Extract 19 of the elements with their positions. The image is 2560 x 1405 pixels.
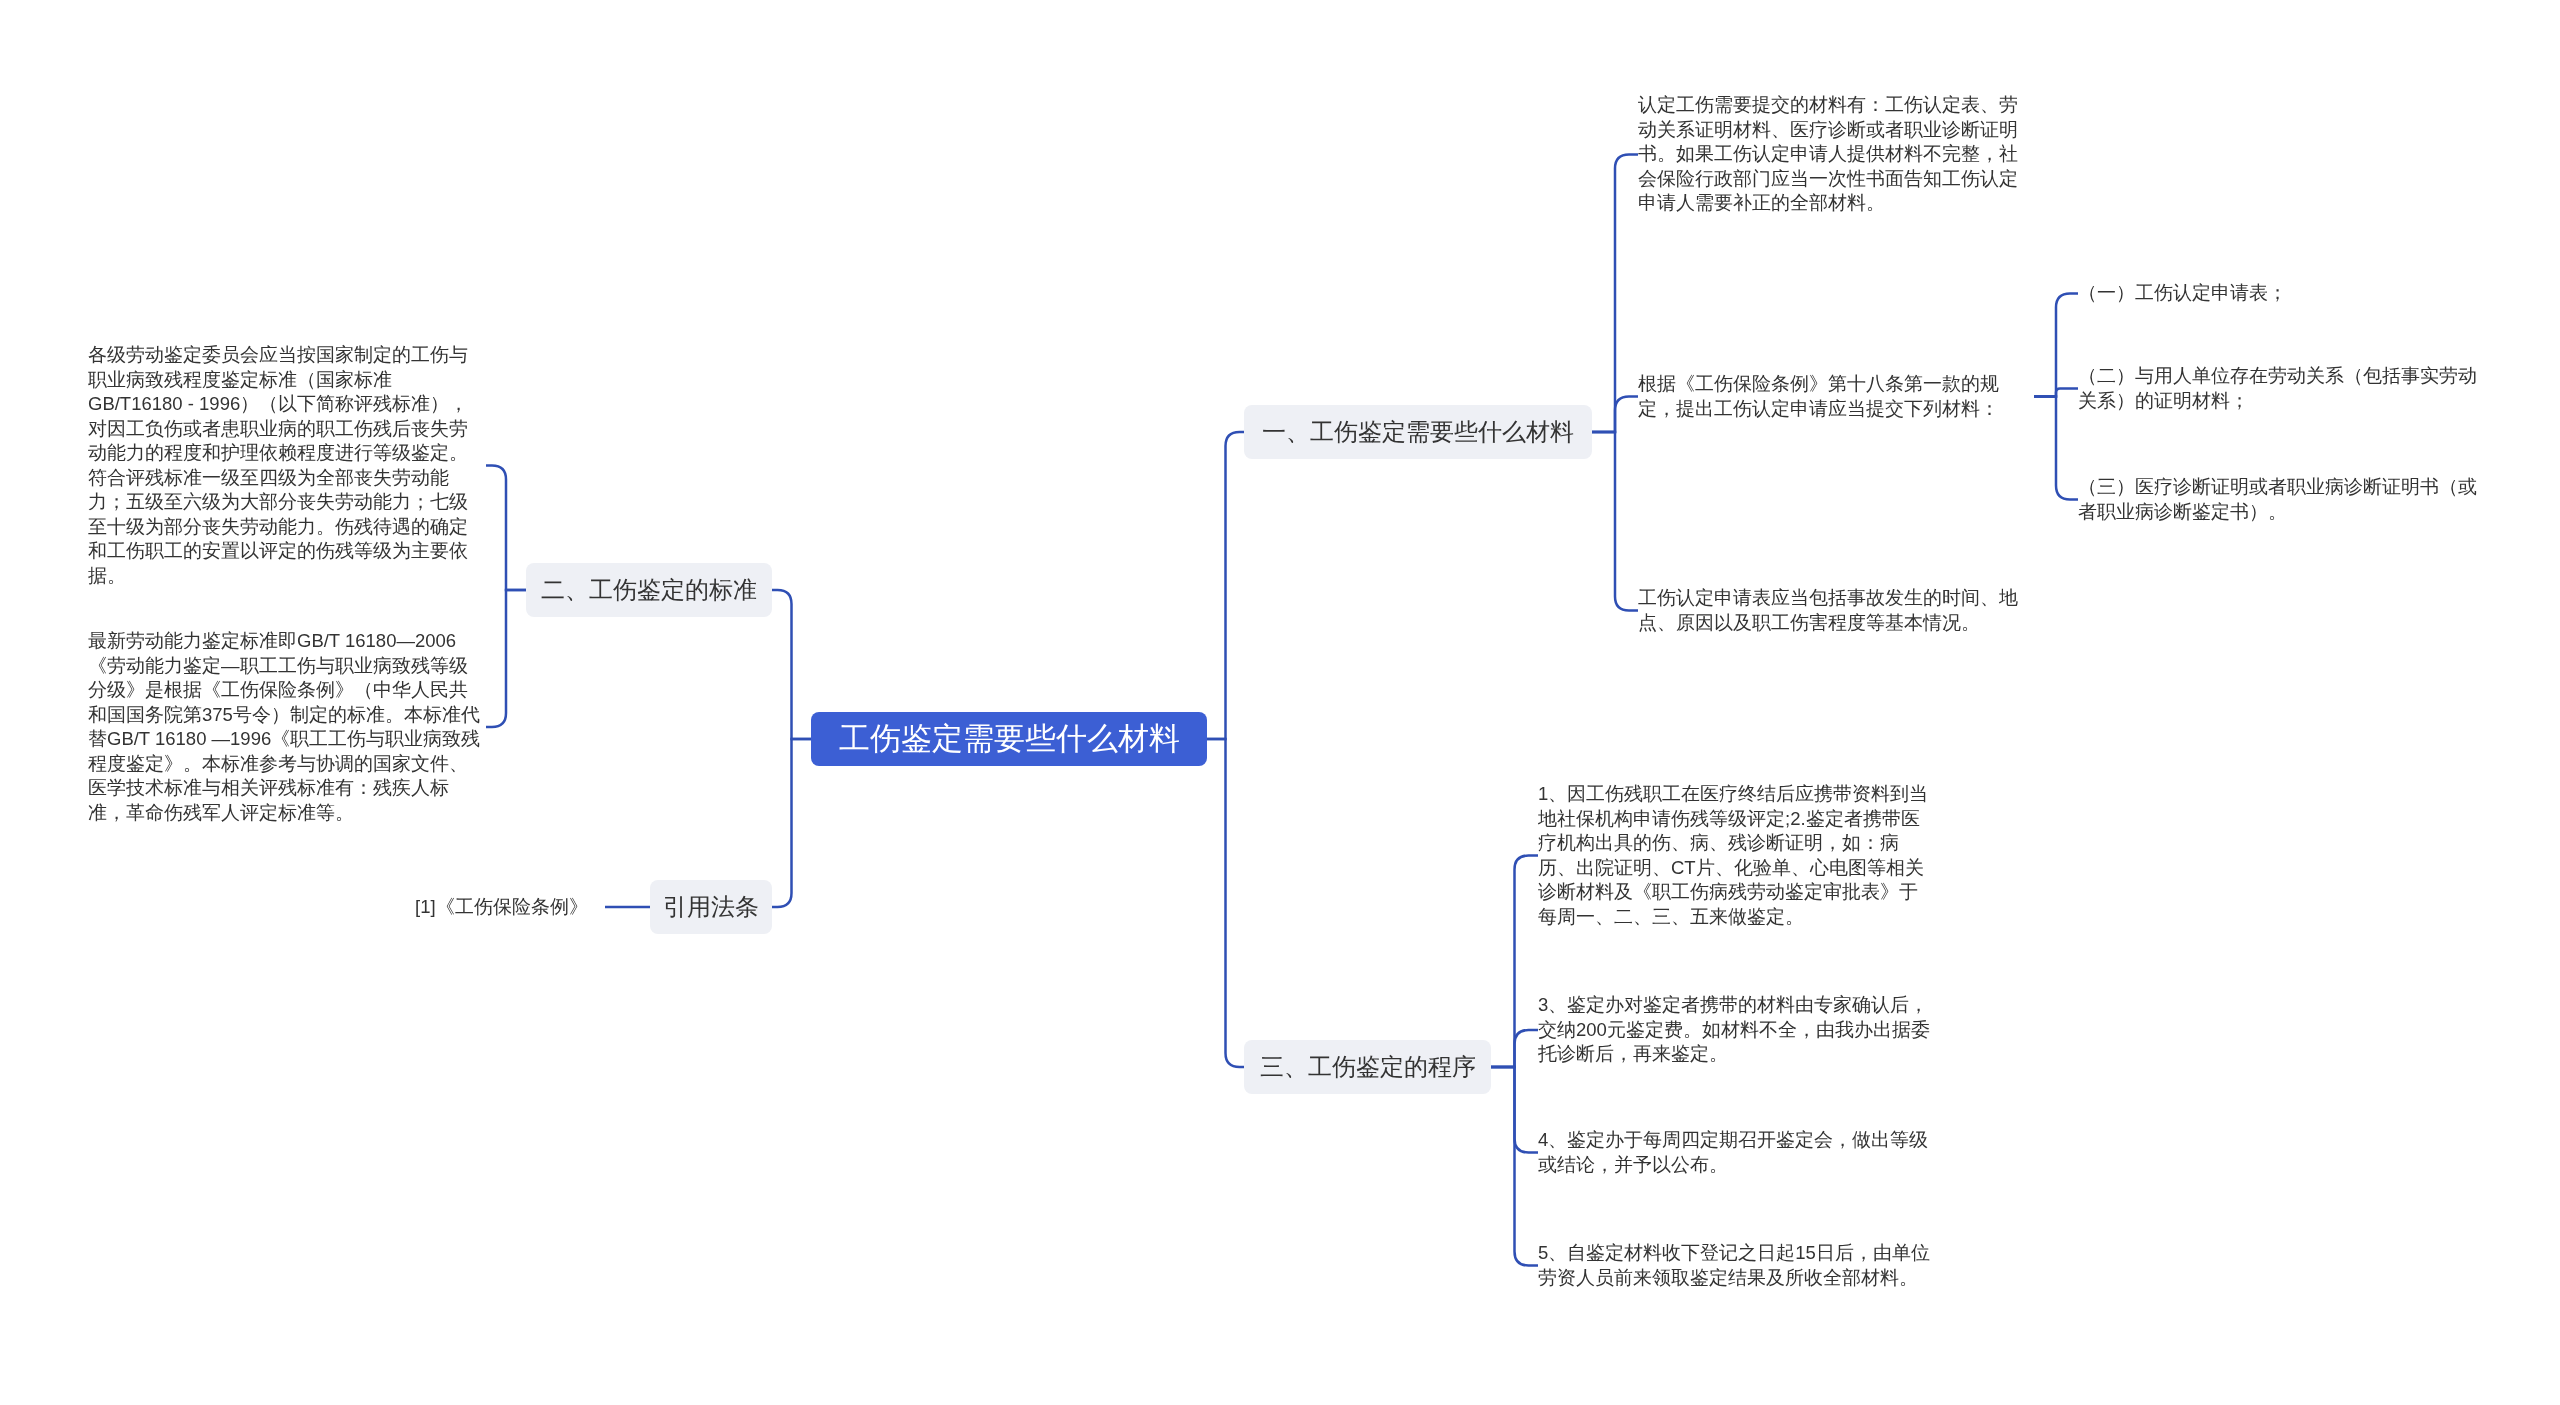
topic-text: 5、自鉴定材料收下登记之日起15日后，由单位劳资人员前来领取鉴定结果及所收全部材料。 [1538,1241,1934,1290]
topic-text: 3、鉴定办对鉴定者携带的材料由专家确认后，交纳200元鉴定费。如材料不全，由我办出据委托诊断后，再来鉴定。 [1538,993,1934,1067]
topic-text: （三）医疗诊断证明或者职业病诊断证明书（或者职业病诊断鉴定书）。 [2078,475,2478,524]
topic-box: 引用法条 [650,880,772,934]
topic-text: （二）与用人单位存在劳动关系（包括事实劳动关系）的证明材料； [2078,364,2478,413]
topic-text: 4、鉴定办于每周四定期召开鉴定会，做出等级或结论，并予以公布。 [1538,1128,1934,1177]
topic-text: 认定工伤需要提交的材料有：工伤认定表、劳动关系证明材料、医疗诊断或者职业诊断证明书。如果工伤认定申请人提供材料不完整，社会保险行政部门应当一次性书面告知工伤认定申请人需要补正的全部材料。 [1638,93,2034,216]
topic-text: （一）工伤认定申请表； [2078,281,2478,306]
topic-text: 工伤认定申请表应当包括事故发生的时间、地点、原因以及职工伤害程度等基本情况。 [1638,586,2034,635]
topic-box: 二、工伤鉴定的标准 [526,563,772,617]
topic-text: 1、因工伤残职工在医疗终结后应携带资料到当地社保机构申请伤残等级评定;2.鉴定者携带医疗机构出具的伤、病、残诊断证明，如：病历、出院证明、CT片、化验单、心电图等相关诊断材料及《职工伤病残劳动鉴定审批表》于每周一、二、三、五来做鉴定。 [1538,782,1934,929]
topic-text: [1]《工伤保险条例》 [415,895,605,920]
topic-box: 一、工伤鉴定需要些什么材料 [1244,405,1592,459]
topic-text: 各级劳动鉴定委员会应当按国家制定的工伤与职业病致残程度鉴定标准（国家标准GB/T16180 - 1996）（以下简称评残标准），对因工负伤或者患职业病的职工伤残后丧失劳动能力的程度和护理依赖程度进行等级鉴定。符合评残标准一级至四级为全部丧失劳动能力；五级至六级为大部分丧失劳动能力；七级至十级为部分丧失劳动能力。伤残待遇的确定和工伤职工的安置以评定的伤残等级为主要依据。 [88,343,486,588]
topic-text: 根据《工伤保险条例》第十八条第一款的规定，提出工伤认定申请应当提交下列材料： [1638,372,2034,421]
topic-text: 最新劳动能力鉴定标准即GB/T 16180—2006《劳动能力鉴定—职工工伤与职业病致残等级分级》是根据《工伤保险条例》（中华人民共和国国务院第375号令）制定的标准。本标准代替GB/T 16180 —1996《职工工伤与职业病致残程度鉴定》。本标准参考与协调的国家文件、医学技术标准与相关评残标准有：残疾人标准，革命伤残军人评定标准等。 [88,629,486,825]
topic-box: 三、工伤鉴定的程序 [1244,1040,1491,1094]
connector-line [605,905,650,909]
central-topic: 工伤鉴定需要些什么材料 [811,712,1207,766]
